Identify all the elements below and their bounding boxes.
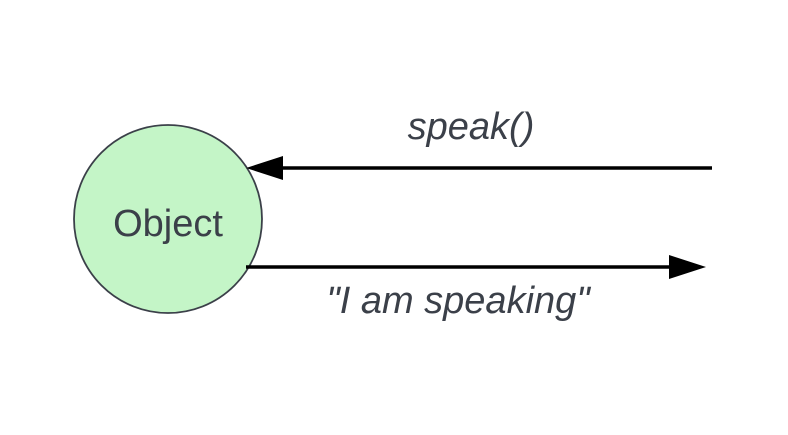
- incoming-arrowhead-icon: [246, 156, 283, 180]
- object-node: [73, 124, 263, 314]
- incoming-message-label: speak(): [408, 106, 535, 148]
- outgoing-message-label: "I am speaking": [326, 280, 591, 322]
- outgoing-arrowhead-icon: [669, 255, 706, 279]
- incoming-message-arrow: [246, 156, 712, 180]
- object-node-label: Object: [113, 203, 223, 245]
- outgoing-message-arrow: [246, 255, 706, 279]
